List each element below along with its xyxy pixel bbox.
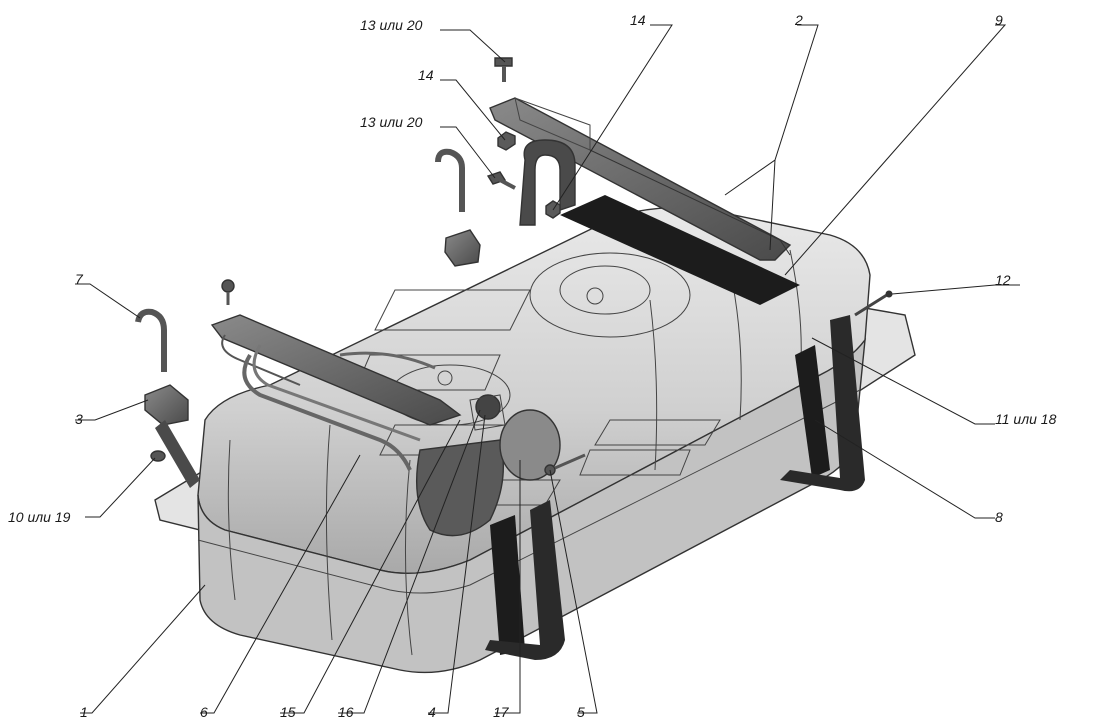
callout-labels: 13 или 20 14 13 или 20 14 2 9 12 11 или … (8, 12, 1057, 720)
callout-3: 3 (75, 411, 83, 427)
tank-strap-front (485, 500, 565, 660)
callout-6: 6 (200, 704, 208, 720)
vent-pipe-top (435, 148, 481, 267)
callout-5: 5 (577, 704, 585, 720)
callout-10-19: 10 или 19 (8, 509, 71, 525)
callout-7: 7 (75, 271, 84, 287)
callout-8: 8 (995, 509, 1003, 525)
bolt-right (854, 290, 893, 317)
callout-12: 12 (995, 272, 1011, 288)
crossmember-top (489, 97, 792, 261)
callout-9: 9 (995, 12, 1003, 28)
callout-14-left: 14 (418, 67, 434, 83)
leader-lines (75, 24, 1020, 714)
callout-4: 4 (428, 704, 436, 720)
callout-2: 2 (794, 12, 803, 28)
callout-17: 17 (493, 704, 510, 720)
bolt-top (494, 57, 513, 82)
callout-11-18: 11 или 18 (995, 411, 1057, 427)
insulation-pad (560, 195, 800, 305)
callout-1: 1 (80, 704, 88, 720)
vent-pipe-left (135, 308, 167, 372)
callout-15: 15 (280, 704, 296, 720)
callout-13-20-top: 13 или 20 (360, 17, 423, 33)
tank-strap-right (780, 315, 865, 492)
filler-neck-assembly (416, 394, 561, 537)
fuel-lines (242, 344, 436, 471)
callout-14-right: 14 (630, 12, 646, 28)
callout-16: 16 (338, 704, 354, 720)
bracket-left (144, 384, 200, 488)
callout-13-20-mid: 13 или 20 (360, 114, 423, 130)
crossmember-left (210, 279, 462, 426)
